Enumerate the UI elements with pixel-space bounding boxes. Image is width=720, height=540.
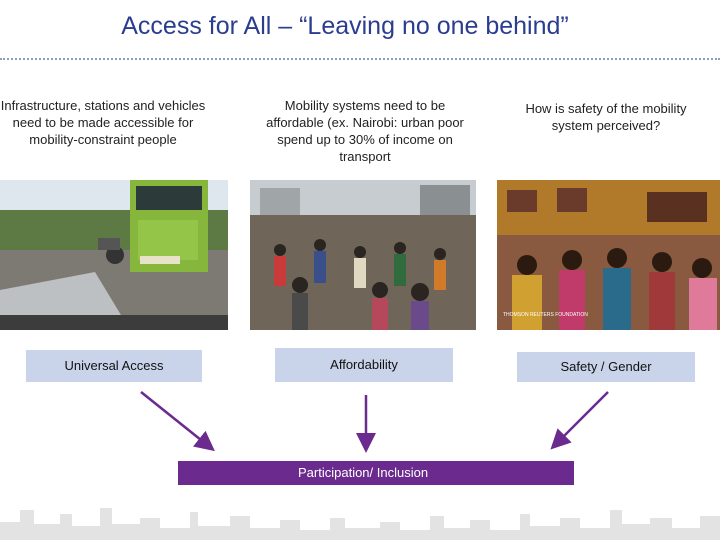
safety-gender-label: Safety / Gender (517, 352, 695, 382)
universal-access-label: Universal Access (26, 350, 202, 382)
page-title: Access for All – “Leaving no one behind” (121, 12, 569, 40)
city-skyline-decoration (0, 508, 720, 540)
photo-credit-caption: THOMSON REUTERS FOUNDATION (503, 312, 588, 318)
right-arrow (550, 391, 609, 450)
title-divider (0, 58, 720, 60)
universal-access-description: Infrastructure, stations and vehicles ne… (0, 98, 206, 147)
safety-description: How is safety of the mobility system per… (525, 101, 687, 133)
left-arrow (140, 391, 215, 452)
affordability-description: Mobility systems need to be affordable (… (266, 98, 464, 164)
participation-inclusion-box: Participation/ Inclusion (178, 461, 574, 485)
crowded-train-photo: THOMSON REUTERS FOUNDATION (497, 180, 720, 330)
crowd-walking-photo (250, 180, 476, 330)
affordability-label: Affordability (275, 348, 453, 382)
street-bus-photo (0, 180, 228, 330)
participation-inclusion-label: Participation/ Inclusion (298, 465, 429, 480)
